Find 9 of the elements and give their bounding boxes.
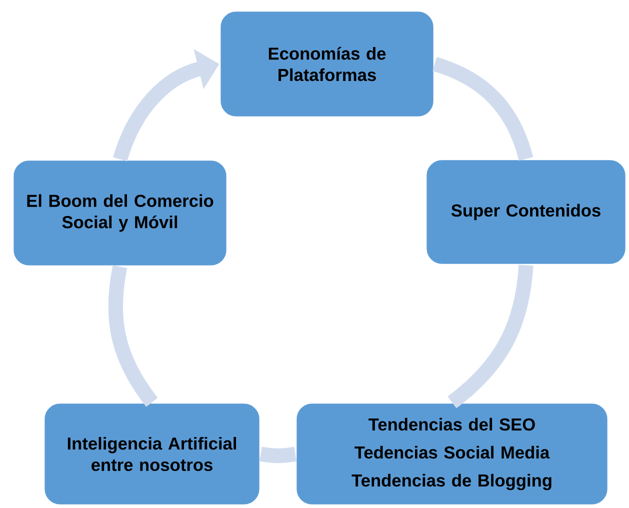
cycle-arc: [108, 265, 158, 407]
cycle-arc: [432, 57, 534, 161]
cycle-arc: [447, 264, 534, 408]
process-box: Economías de Plataformas: [219, 10, 435, 118]
cycle-arc: [259, 446, 297, 464]
process-box: Tendencias del SEO Tedencias Social Media Tendencias de Blogging: [295, 402, 609, 506]
process-box: Super Contenidos: [425, 158, 627, 266]
process-box: Inteligencia Artificial entre nosotros: [43, 402, 261, 506]
process-box: El Boom del Comercio Social y Móvil: [12, 159, 228, 267]
